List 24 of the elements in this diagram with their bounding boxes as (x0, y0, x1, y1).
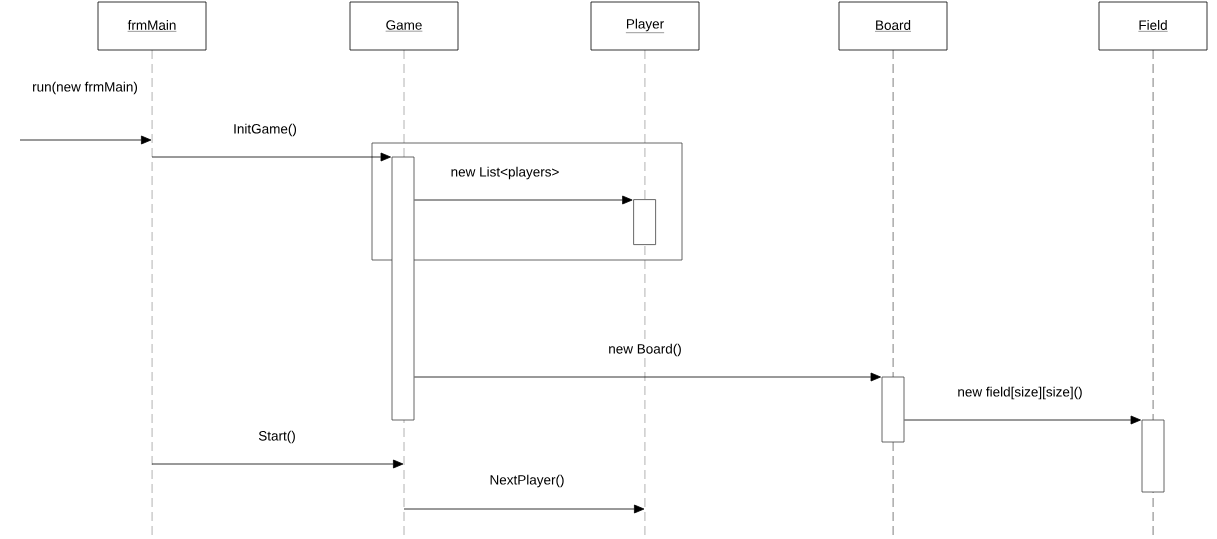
message-arrow (151, 152, 391, 162)
message-arrow (414, 195, 633, 205)
message-arrow (904, 415, 1141, 425)
activation-bar (881, 376, 905, 443)
activation-bar (633, 199, 656, 245)
participant-box: Field (1098, 1, 1208, 51)
fragment-frame (371, 142, 683, 261)
message-arrow (414, 372, 881, 382)
participant-box: Game (349, 1, 459, 51)
participant-box: Player (590, 1, 700, 51)
edge-label: run(new frmMain) (33, 81, 137, 95)
participant-box: Board (838, 1, 948, 51)
edge-label: Start() (258, 430, 295, 444)
activation-bar (391, 156, 415, 421)
activation-bar (1141, 419, 1165, 493)
edge-label: InitGame() (234, 123, 297, 137)
message-arrow (19, 135, 152, 145)
edge-label: new List<players> (451, 166, 559, 180)
participant-box: frmMain (97, 1, 207, 51)
edge-label: new field[size][size]() (958, 386, 1082, 400)
message-arrow (151, 459, 404, 469)
edge-label: new Board() (609, 343, 681, 357)
edge-label: NextPlayer() (490, 474, 564, 488)
message-arrow (403, 504, 645, 514)
